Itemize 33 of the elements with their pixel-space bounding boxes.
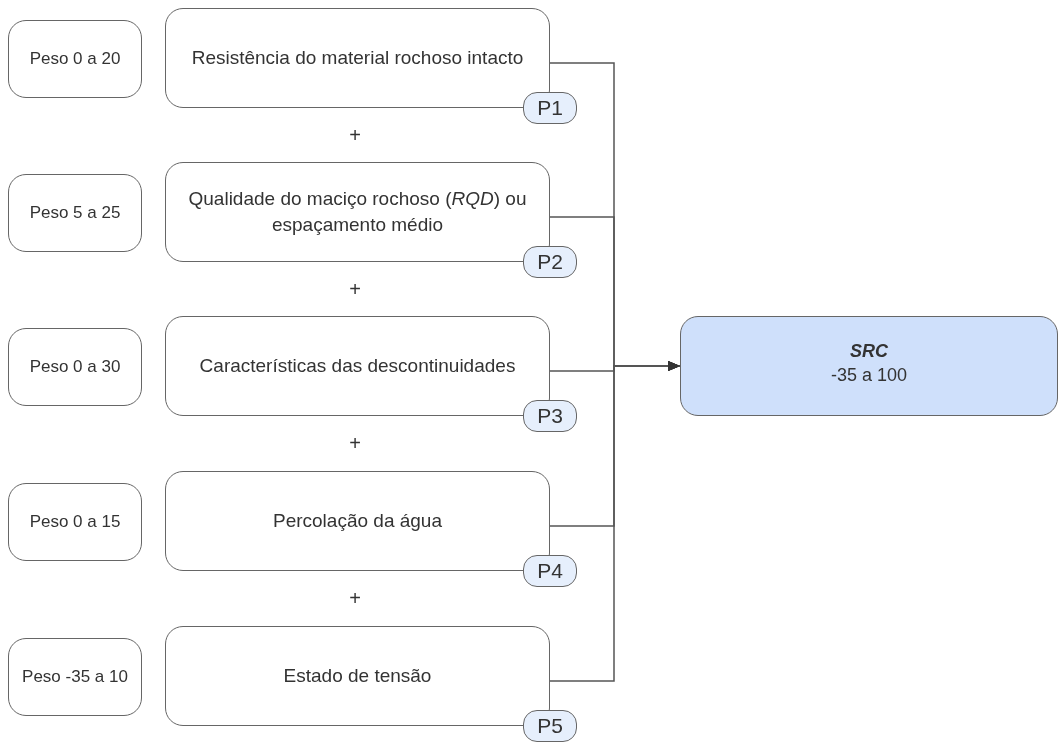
plus-sign: + — [348, 432, 362, 455]
box-text: Peso 0 a 30 — [29, 355, 121, 378]
plus-sign: + — [348, 587, 362, 610]
result-box — [680, 316, 1058, 416]
weight-box — [8, 328, 142, 406]
box-text: Peso 0 a 15 — [29, 510, 121, 533]
parameter-tag — [523, 246, 577, 278]
box-text: P3 — [537, 402, 563, 429]
box-text: Qualidade do maciço rochoso (RQD) ou espaçamento médio — [187, 187, 528, 237]
weight-box — [8, 483, 142, 561]
box-text: Estado de tensão — [283, 664, 432, 689]
box-text: P4 — [537, 557, 563, 584]
box-text: P5 — [537, 712, 563, 739]
parameter-tag — [523, 710, 577, 742]
box-text: P2 — [537, 248, 563, 275]
box-text: Percolação da água — [273, 509, 442, 534]
result-range: -35 a 100 — [830, 364, 908, 388]
box-text: Peso 0 a 20 — [29, 47, 121, 70]
parameter-tag — [523, 400, 577, 432]
parameter-tag — [523, 92, 577, 124]
result-title: SRC — [850, 340, 888, 363]
box-text: Resistência do material rochoso intacto — [191, 46, 524, 71]
plus-sign: + — [348, 278, 362, 301]
box-text: P1 — [537, 94, 563, 121]
weight-box — [8, 20, 142, 98]
weight-box — [8, 638, 142, 716]
plus-sign: + — [348, 124, 362, 147]
box-text: Peso 5 a 25 — [29, 201, 121, 224]
box-text: Peso -35 a 10 — [22, 665, 128, 688]
parameter-tag — [523, 555, 577, 587]
connector-arrow — [549, 361, 681, 682]
box-text: Características das descontinuidades — [199, 354, 516, 379]
weight-box — [8, 174, 142, 252]
